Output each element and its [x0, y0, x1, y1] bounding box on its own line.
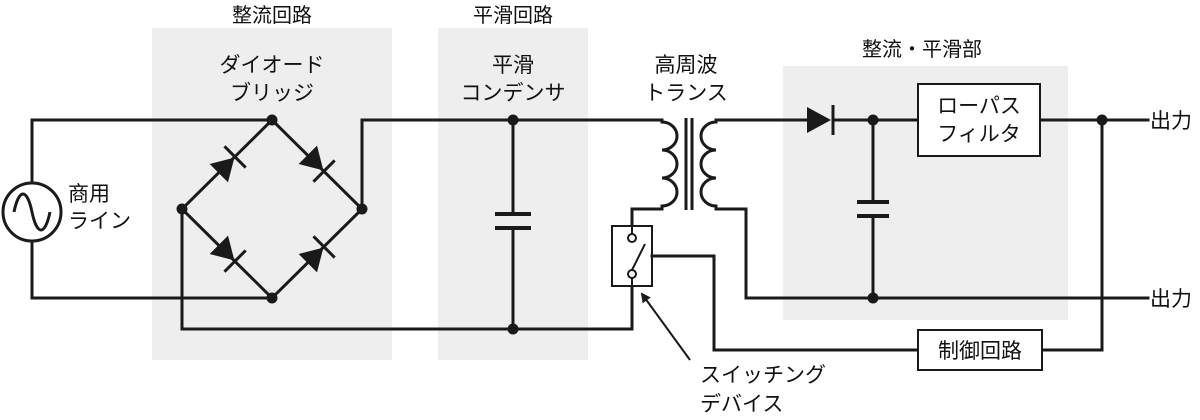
rectifier-section-bg: [152, 28, 392, 360]
junction-dot: [1096, 114, 1108, 126]
rect-smooth-section-title: 整流・平滑部: [862, 37, 982, 61]
diode-icon: [298, 235, 336, 273]
switch-label-line1: スイッチング: [700, 363, 826, 387]
control-circuit-label: 制御回路: [938, 339, 1022, 363]
smoothing-section-title: 平滑回路: [473, 3, 553, 27]
junction-dot: [867, 114, 879, 126]
bridge-label-line1: ダイオード: [220, 53, 325, 77]
diode-icon: [209, 235, 247, 273]
diode-icon: [209, 145, 247, 183]
lowpass-label-line1: ローパス: [937, 94, 1021, 118]
diode-icon: [298, 145, 336, 183]
diode-icon: [807, 105, 835, 135]
junction-dot: [266, 292, 278, 304]
ac-line-label-line1: 商用: [68, 182, 110, 206]
cap-label-line1: 平滑: [492, 53, 534, 77]
capacitor-icon: [857, 200, 889, 218]
dc-bus-wires: [180, 118, 664, 331]
junction-dot: [507, 114, 519, 126]
control-wire-switch: [650, 254, 920, 352]
capacitor-icon: [495, 212, 531, 230]
junction-dot: [867, 292, 879, 304]
junction-dot: [176, 203, 188, 215]
junction-dot: [266, 114, 278, 126]
switch-pointer-arrow: [640, 292, 691, 361]
lowpass-label-line2: フィルタ: [937, 122, 1021, 146]
output-label-bottom: 出力: [1150, 287, 1192, 311]
bridge-label-line2: ブリッジ: [230, 81, 314, 105]
rectifier-section-title: 整流回路: [232, 3, 312, 27]
transformer-label-line1: 高周波: [655, 53, 718, 77]
control-circuit-block: [917, 329, 1043, 371]
transformer-icon: [630, 118, 875, 300]
switch-label-line2: デバイス: [700, 392, 783, 416]
junction-dot: [507, 323, 519, 335]
transformer-label-line2: トランス: [644, 81, 728, 105]
junction-dot: [356, 203, 368, 215]
control-wire-feedback: [1040, 118, 1104, 352]
ac-source-icon: [1, 118, 63, 300]
cap-label-line2: コンデンサ: [461, 81, 566, 105]
ac-line-label-line2: ライン: [68, 209, 131, 233]
output-label-top: 出力: [1150, 109, 1192, 133]
switch-icon: [611, 225, 653, 287]
lowpass-filter-block: [917, 83, 1041, 157]
